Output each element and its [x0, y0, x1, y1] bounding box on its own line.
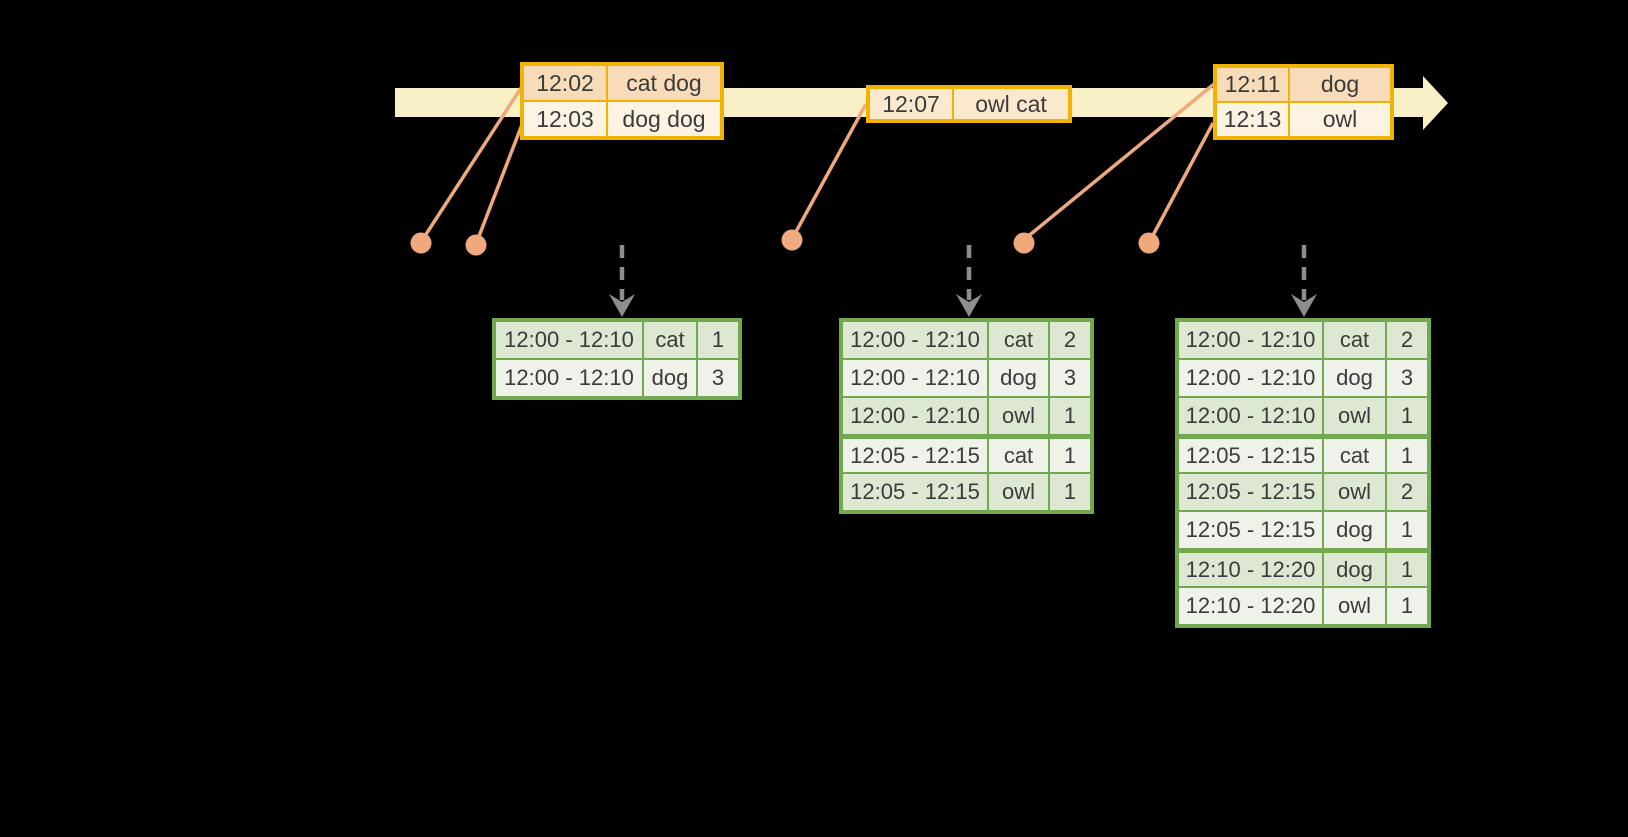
- count-cell: 1: [1386, 435, 1428, 473]
- word-cell: dog: [988, 359, 1049, 397]
- window-cell: 12:00 - 12:10: [842, 397, 988, 435]
- trigger-arrowhead-icon: [956, 294, 982, 317]
- event-dot-icon: [1138, 232, 1160, 254]
- count-cell: 2: [1049, 321, 1091, 359]
- event-connector-line: [419, 87, 523, 243]
- window-cell: 12:00 - 12:10: [495, 321, 643, 359]
- event-time-cell: 12:03: [523, 101, 607, 137]
- count-cell: 3: [697, 359, 739, 397]
- event-connector-line: [790, 103, 868, 240]
- window-cell: 12:00 - 12:10: [842, 359, 988, 397]
- event-dot-icon: [1013, 232, 1035, 254]
- window-cell: 12:05 - 12:15: [1178, 511, 1323, 549]
- event-words-cell: dog dog: [607, 101, 721, 137]
- trigger-arrowhead-icon: [1291, 294, 1317, 317]
- window-cell: 12:00 - 12:10: [1178, 397, 1323, 435]
- window-cell: 12:05 - 12:15: [842, 473, 988, 511]
- event-connector-line: [1024, 82, 1216, 240]
- trigger-arrowhead-icon: [609, 294, 635, 317]
- count-cell: 1: [1386, 587, 1428, 625]
- count-cell: 1: [1386, 397, 1428, 435]
- word-cell: cat: [988, 435, 1049, 473]
- event-dot-icon: [781, 229, 803, 251]
- count-cell: 1: [1049, 435, 1091, 473]
- event-table-2: 12:07 owl cat: [866, 85, 1072, 123]
- window-cell: 12:00 - 12:10: [842, 321, 988, 359]
- count-cell: 1: [697, 321, 739, 359]
- window-cell: 12:10 - 12:20: [1178, 549, 1323, 587]
- window-cell: 12:00 - 12:10: [495, 359, 643, 397]
- count-cell: 2: [1386, 473, 1428, 511]
- event-words-cell: cat dog: [607, 65, 721, 101]
- window-cell: 12:05 - 12:15: [1178, 435, 1323, 473]
- event-time-cell: 12:07: [869, 88, 953, 120]
- word-cell: cat: [1323, 321, 1386, 359]
- count-cell: 1: [1386, 511, 1428, 549]
- event-time-cell: 12:11: [1216, 67, 1289, 102]
- window-cell: 12:10 - 12:20: [1178, 587, 1323, 625]
- count-cell: 1: [1049, 397, 1091, 435]
- result-table-1: 12:00 - 12:10 cat 1 12:00 - 12:10 dog 3: [492, 318, 742, 400]
- timeline-arrowhead-icon: [1423, 76, 1448, 130]
- event-connector-line: [1149, 122, 1215, 240]
- word-cell: owl: [988, 397, 1049, 435]
- window-cell: 12:00 - 12:10: [1178, 359, 1323, 397]
- event-time-cell: 12:13: [1216, 102, 1289, 137]
- event-words-cell: dog: [1289, 67, 1391, 102]
- count-cell: 1: [1049, 473, 1091, 511]
- event-dot-icon: [465, 234, 487, 256]
- result-table-2: 12:00 - 12:10 cat 2 12:00 - 12:10 dog 3 …: [839, 318, 1094, 514]
- event-connector-line: [474, 121, 525, 245]
- window-cell: 12:00 - 12:10: [1178, 321, 1323, 359]
- word-cell: owl: [1323, 587, 1386, 625]
- count-cell: 3: [1386, 359, 1428, 397]
- event-table-3: 12:11 dog 12:13 owl: [1213, 64, 1394, 140]
- result-table-3: 12:00 - 12:10 cat 2 12:00 - 12:10 dog 3 …: [1175, 318, 1431, 628]
- word-cell: dog: [643, 359, 697, 397]
- word-cell: dog: [1323, 511, 1386, 549]
- event-table-1: 12:02 cat dog 12:03 dog dog: [520, 62, 724, 140]
- count-cell: 2: [1386, 321, 1428, 359]
- event-time-cell: 12:02: [523, 65, 607, 101]
- window-cell: 12:05 - 12:15: [1178, 473, 1323, 511]
- word-cell: dog: [1323, 549, 1386, 587]
- event-dot-icon: [410, 232, 432, 254]
- word-cell: dog: [1323, 359, 1386, 397]
- word-cell: cat: [1323, 435, 1386, 473]
- count-cell: 1: [1386, 549, 1428, 587]
- word-cell: cat: [988, 321, 1049, 359]
- event-words-cell: owl: [1289, 102, 1391, 137]
- event-words-cell: owl cat: [953, 88, 1069, 120]
- word-cell: owl: [988, 473, 1049, 511]
- word-cell: owl: [1323, 473, 1386, 511]
- word-cell: owl: [1323, 397, 1386, 435]
- window-cell: 12:05 - 12:15: [842, 435, 988, 473]
- word-cell: cat: [643, 321, 697, 359]
- count-cell: 3: [1049, 359, 1091, 397]
